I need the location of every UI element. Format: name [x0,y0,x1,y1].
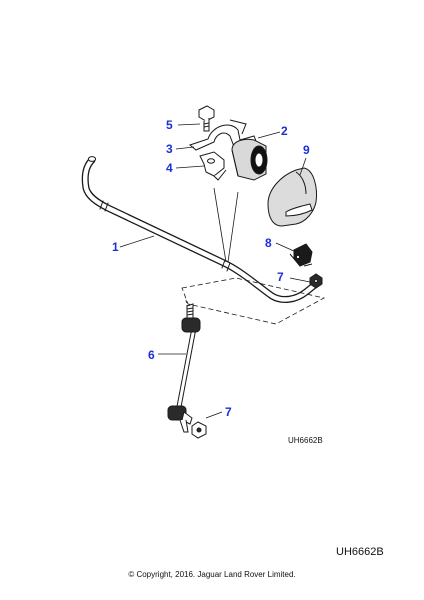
callout-2: 2 [281,124,288,138]
link-clip [289,243,313,267]
page-code: UH6662B [336,546,384,558]
cover [267,167,317,227]
callout-leaders [119,123,311,419]
callout-7-upper: 7 [277,270,284,284]
callout-3: 3 [166,142,173,156]
nut-lower [191,421,207,439]
callout-9: 9 [303,143,310,157]
copyright-notice: © Copyright, 2016. Jaguar Land Rover Lim… [128,570,296,579]
stabiliser-bar [81,156,320,303]
callout-1: 1 [112,240,119,254]
callout-6: 6 [148,348,155,362]
bush-leader-lines [213,187,239,263]
nut-upper [309,273,323,289]
bush [231,138,268,181]
callout-4: 4 [166,161,173,175]
stabiliser-link [167,303,201,433]
callout-8: 8 [265,236,272,250]
drawing-code: UH6662B [288,436,323,445]
bolt [198,105,215,132]
callout-7-lower: 7 [225,405,232,419]
callout-5: 5 [166,118,173,132]
bracket [199,151,227,181]
hidden-position-outline [181,277,326,325]
